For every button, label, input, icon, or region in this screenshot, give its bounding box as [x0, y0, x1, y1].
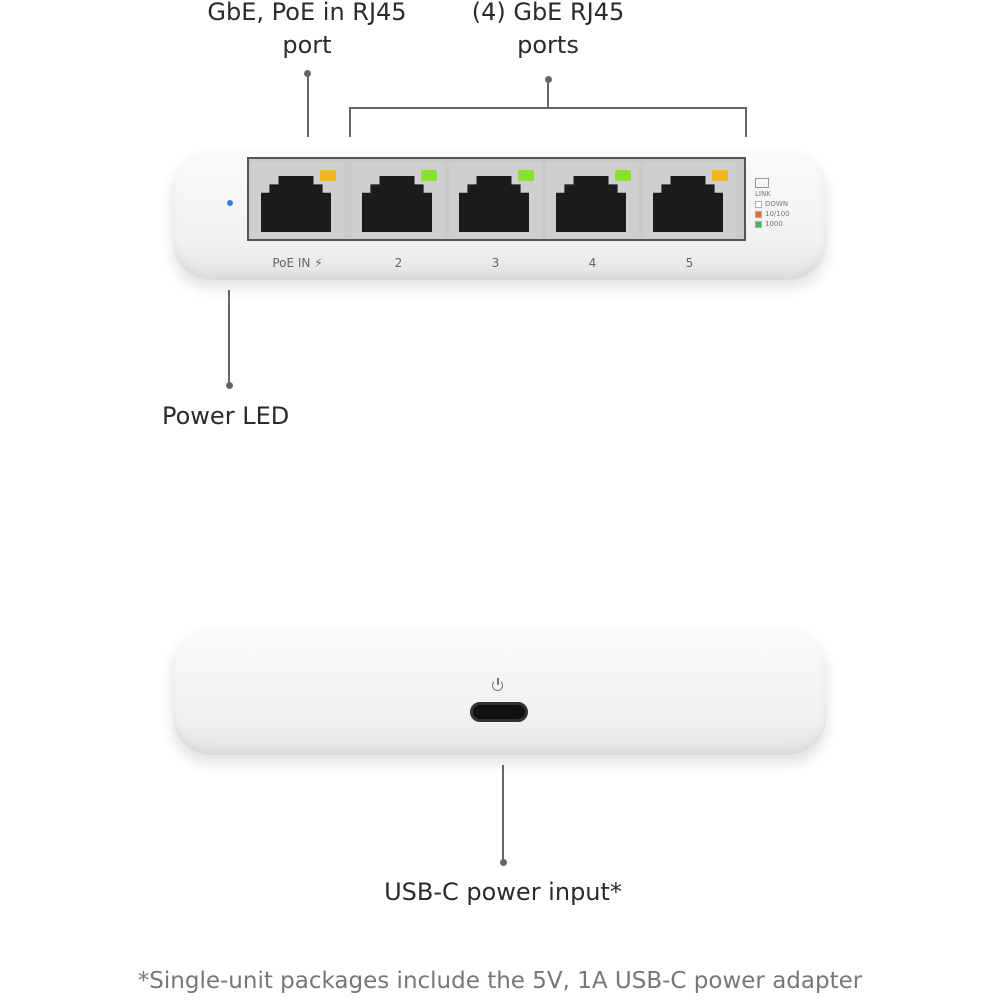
usb-c-port: [470, 702, 528, 722]
port-panel: PoE IN ⚡ 2 3 4 5: [247, 157, 746, 270]
legend-swatch: [755, 210, 762, 218]
poe-port-callout: GbE, PoE in RJ45 port: [187, 0, 427, 62]
port-number: 5: [685, 256, 694, 270]
port-number: 4: [588, 256, 597, 270]
leader-dot: [500, 859, 507, 866]
link-led: [518, 170, 534, 181]
link-led: [615, 170, 631, 181]
switch-front: PoE IN ⚡ 2 3 4 5 LINK DOWN 10/100 1000: [173, 150, 826, 280]
port-number: PoE IN: [272, 256, 311, 270]
leader-line: [547, 80, 549, 108]
link-legend: LINK DOWN 10/100 1000: [755, 178, 790, 229]
gbe-ports-callout: (4) GbE RJ45 ports: [428, 0, 668, 62]
switch-back: [173, 628, 826, 755]
jack: [653, 176, 723, 232]
port-label: PoE IN ⚡: [251, 256, 344, 270]
legend-title: LINK: [755, 190, 771, 198]
rj45-port: 5: [643, 162, 736, 270]
bracket-line: [349, 107, 747, 109]
callout-line1: GbE, PoE in RJ45: [207, 0, 407, 26]
link-led: [320, 170, 336, 181]
power-led: [227, 200, 233, 206]
leader-dot: [226, 382, 233, 389]
jack: [261, 176, 331, 232]
footnote: *Single-unit packages include the 5V, 1A…: [137, 968, 863, 994]
leader-line: [502, 765, 504, 862]
legend-item: 10/100: [755, 209, 790, 219]
legend-swatch: [755, 200, 762, 208]
power-icon-stem: [497, 678, 499, 685]
jack: [459, 176, 529, 232]
leader-line: [307, 74, 309, 137]
legend-label: 10/100: [765, 210, 790, 218]
folder-icon: [755, 178, 769, 188]
leader-dot: [545, 76, 552, 83]
power-icon: [492, 680, 503, 691]
legend-swatch: [755, 220, 762, 228]
port-label: 5: [643, 256, 736, 270]
legend-label: 1000: [765, 220, 783, 228]
port-number: 2: [394, 256, 403, 270]
callout-line2: ports: [517, 31, 579, 59]
port-label: 2: [352, 256, 445, 270]
port-label: 3: [449, 256, 542, 270]
rj45-port: PoE IN ⚡: [251, 162, 344, 270]
lightning-icon: ⚡: [314, 256, 323, 270]
port-label: 4: [546, 256, 639, 270]
callout-line1: (4) GbE RJ45: [471, 0, 625, 26]
usbc-callout: USB-C power input*: [384, 878, 622, 906]
rj45-port: 2: [352, 162, 445, 270]
port-number: 3: [491, 256, 500, 270]
legend-label: DOWN: [765, 200, 789, 208]
leader-line: [228, 290, 230, 385]
leader-dot: [304, 70, 311, 77]
jack: [362, 176, 432, 232]
rj45-port: 3: [449, 162, 542, 270]
legend-item: DOWN: [755, 199, 790, 209]
link-led: [712, 170, 728, 181]
jack: [556, 176, 626, 232]
legend-item: 1000: [755, 219, 790, 229]
power-led-callout: Power LED: [162, 402, 290, 430]
bracket-right: [745, 107, 747, 137]
bracket-left: [349, 107, 351, 137]
callout-line2: port: [282, 31, 332, 59]
rj45-port: 4: [546, 162, 639, 270]
link-led: [421, 170, 437, 181]
